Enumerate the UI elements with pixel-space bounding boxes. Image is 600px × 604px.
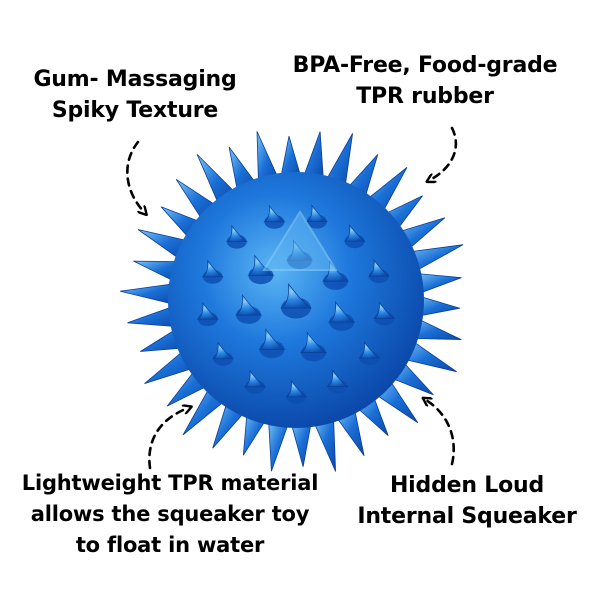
- callout-light-line2: allows the squeaker toy: [30, 502, 310, 526]
- arrow-bpa: [430, 126, 458, 180]
- surface-spike: [211, 341, 235, 366]
- surface-spike: [373, 301, 396, 326]
- outer-spikes: [120, 131, 464, 472]
- surface-spike: [258, 328, 286, 359]
- surface-spike: [305, 204, 329, 229]
- callout-hidden-line2: Internal Squeaker: [357, 504, 577, 529]
- surface-spike: [328, 300, 356, 331]
- callout-bpa-line1: BPA-Free, Food-grade: [292, 53, 558, 78]
- arrow-gum: [126, 140, 144, 212]
- callout-gum-massaging: Gum- Massaging Spiky Texture: [30, 64, 240, 126]
- callout-bpa-free: BPA-Free, Food-grade TPR rubber: [290, 50, 560, 112]
- surface-spike: [279, 282, 313, 319]
- callout-lightweight: Lightweight TPR material allows the sque…: [10, 468, 330, 561]
- surface-spike: [367, 258, 391, 284]
- callout-gum-line2: Spiky Texture: [51, 98, 219, 123]
- arrow-light: [148, 408, 188, 470]
- callout-arrows: [126, 126, 458, 470]
- callout-light-line3: to float in water: [75, 533, 265, 557]
- callout-bpa-line2: TPR rubber: [356, 84, 494, 109]
- surface-spike: [201, 259, 224, 284]
- rim-spike: [120, 283, 176, 305]
- surface-spike: [326, 369, 349, 394]
- callout-hidden-squeaker: Hidden Loud Internal Squeaker: [352, 470, 582, 532]
- surface-spike: [343, 224, 366, 249]
- emblem-triangle: [262, 210, 338, 271]
- surface-spike: [299, 331, 328, 362]
- callout-gum-line1: Gum- Massaging: [33, 67, 237, 92]
- callout-light-line1: Lightweight TPR material: [21, 471, 319, 495]
- surface-spike: [285, 379, 308, 404]
- surface-spike: [225, 224, 248, 249]
- callout-hidden-line1: Hidden Loud: [389, 473, 545, 498]
- surface-spike: [263, 204, 286, 229]
- surface-spike: [234, 293, 263, 324]
- surface-spike: [243, 369, 267, 394]
- surface-spike: [358, 341, 381, 366]
- surface-spike: [196, 301, 219, 327]
- arrow-squeaker: [426, 400, 455, 466]
